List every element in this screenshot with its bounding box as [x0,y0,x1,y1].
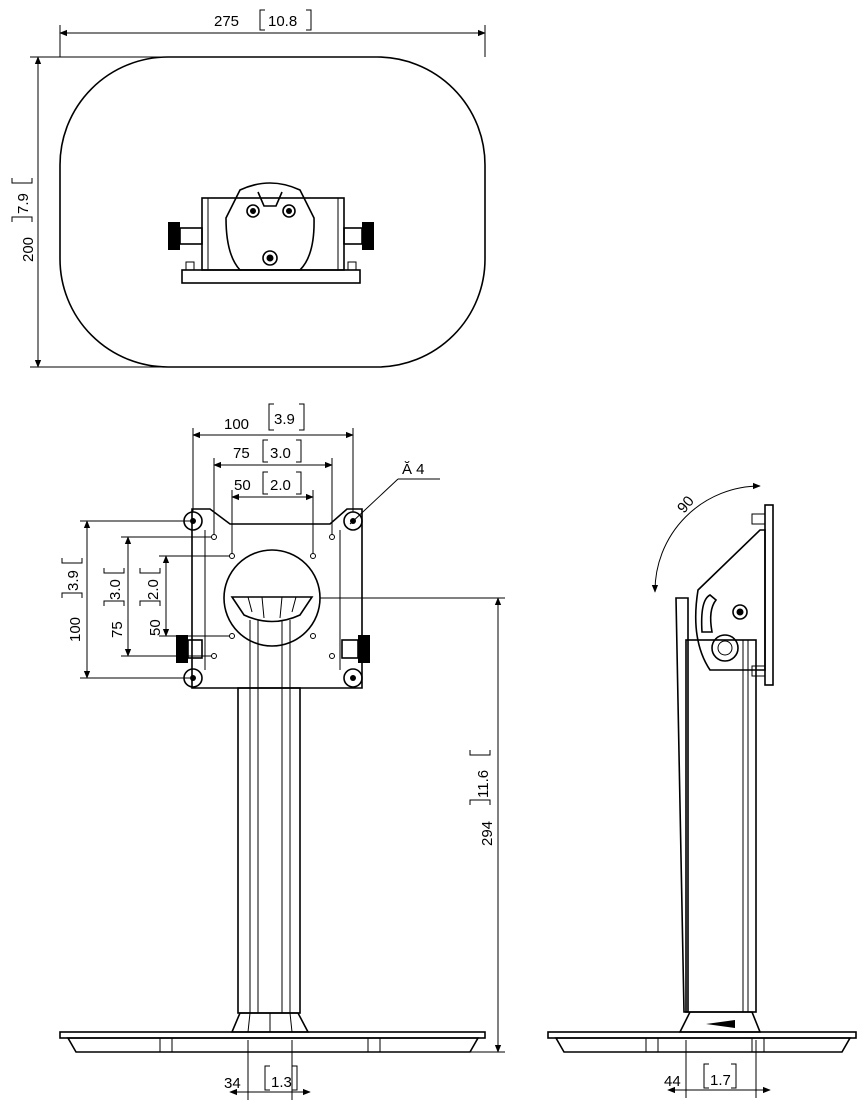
front-view: 100 3.9 75 3.0 50 2.0 Ă 4 100 3.9 75 3.0 [59,403,505,1100]
width-in-label: 10.8 [268,13,297,30]
dim-50-mm: 50 [234,477,251,494]
bracket [11,178,33,222]
width-mm-label: 275 [214,13,239,30]
knob-right [362,222,374,250]
depth-mm-label: 200 [20,237,37,262]
tilt-angle-label: 90 [674,493,698,517]
dim-75-in: 3.0 [270,445,291,462]
hole-diameter-label: Ă 4 [402,461,425,478]
bracket [703,1063,737,1089]
knob-left [168,222,180,250]
base-front [59,1031,486,1053]
tilt-knob [711,634,739,662]
tilt-head [694,529,766,671]
vdim-100-in: 3.9 [65,570,82,591]
bracket [103,568,125,606]
dim-100-in: 3.9 [274,411,295,428]
vesa-holes [190,518,356,681]
side-column-in-label: 1.7 [710,1072,731,1089]
height-in-label: 11.6 [475,770,492,798]
base-plate-outline [59,56,486,368]
tilt-angle-arc [651,482,761,593]
bracket [139,568,161,606]
bracket [259,9,312,31]
side-column-mm-label: 44 [664,1073,681,1090]
top-view: 275 10.8 200 7.9 [11,9,486,368]
column-mm-label: 34 [224,1075,241,1092]
knob-right [358,635,370,663]
height-mm-label: 294 [479,821,496,846]
side-vesa-plate [764,504,774,686]
vdim-75-in: 3.0 [107,579,124,600]
leader-line [349,478,399,525]
knob-left [176,635,188,663]
vdim-75-mm: 75 [109,621,126,638]
bracket [264,1065,298,1091]
vdim-100-mm: 100 [67,617,84,642]
vdim-50-in: 2.0 [145,579,162,600]
vdim-50-mm: 50 [147,619,164,636]
bracket [262,471,302,495]
column-front [230,620,310,1033]
bracket [61,558,83,598]
depth-in-label: 7.9 [15,193,32,214]
column-in-label: 1.3 [271,1074,292,1091]
bracket [469,750,491,805]
center-boss [223,549,321,647]
mount-head-top [168,182,374,284]
dim-75-mm: 75 [233,445,250,462]
dim-100-mm: 100 [224,416,249,433]
bracket [262,439,302,463]
dim-50-in: 2.0 [270,477,291,494]
side-view: 90 44 1.7 [547,482,857,1098]
bracket [268,403,305,431]
